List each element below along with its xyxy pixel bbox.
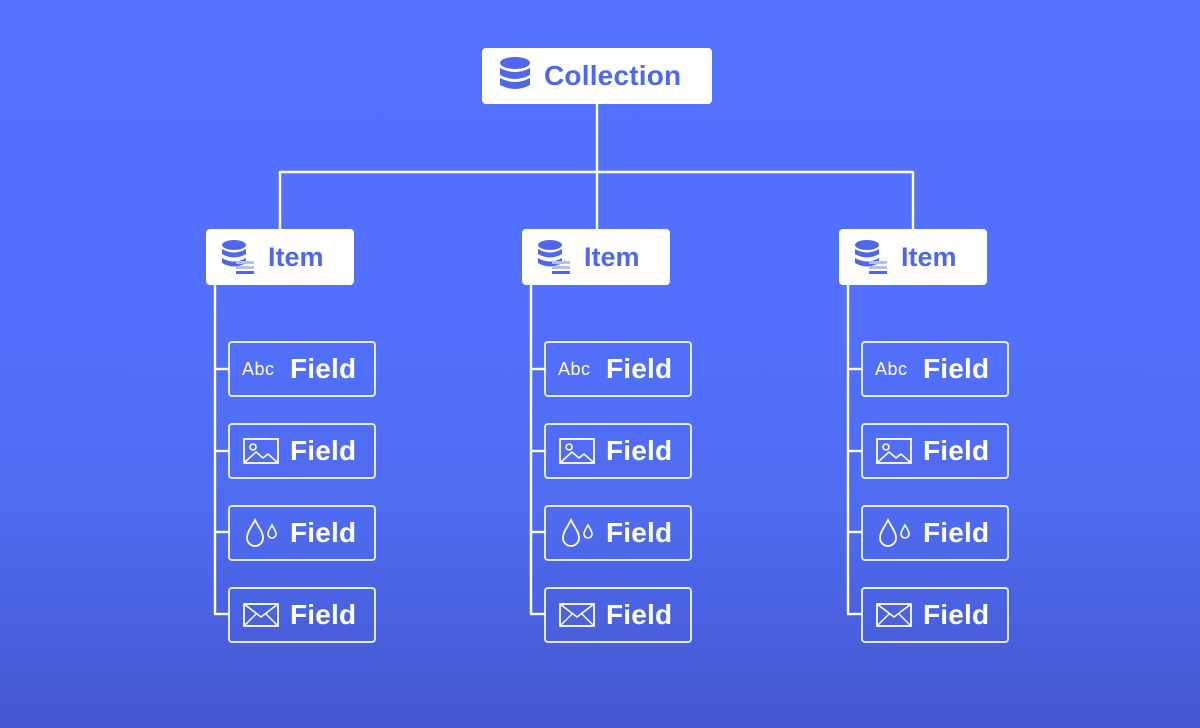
field-text: Abc Field <box>861 341 1009 397</box>
field-label: Field <box>290 353 357 384</box>
email-envelope-icon <box>876 603 912 627</box>
item-label: Item <box>268 241 324 272</box>
abc-text-icon: Abc <box>242 358 275 379</box>
item-database-icon <box>222 240 254 274</box>
field-label: Field <box>290 517 357 548</box>
field-label: Field <box>923 599 990 630</box>
item-node-1: Item <box>206 229 354 285</box>
item-label: Item <box>901 241 957 272</box>
field-color: Field <box>861 505 1009 561</box>
item-node-3: Item <box>839 229 987 285</box>
image-icon <box>243 438 279 464</box>
color-drops-icon <box>246 518 277 547</box>
item-label: Item <box>584 241 640 272</box>
field-label: Field <box>923 517 990 548</box>
abc-text-icon: Abc <box>558 358 591 379</box>
field-color: Field <box>544 505 692 561</box>
image-icon <box>876 438 912 464</box>
field-label: Field <box>290 435 357 466</box>
item-database-icon <box>855 240 887 274</box>
color-drops-icon <box>879 518 910 547</box>
field-text: Abc Field <box>544 341 692 397</box>
field-text: Abc Field <box>228 341 376 397</box>
item-node-2: Item <box>522 229 670 285</box>
collection-node: Collection <box>482 48 712 104</box>
field-label: Field <box>606 353 673 384</box>
field-email: Field <box>228 587 376 643</box>
database-icon <box>500 57 530 89</box>
item-database-icon <box>538 240 570 274</box>
field-image: Field <box>861 423 1009 479</box>
field-label: Field <box>606 599 673 630</box>
image-icon <box>559 438 595 464</box>
email-envelope-icon <box>243 603 279 627</box>
field-email: Field <box>544 587 692 643</box>
collection-label: Collection <box>544 60 682 91</box>
field-image: Field <box>544 423 692 479</box>
field-label: Field <box>290 599 357 630</box>
field-image: Field <box>228 423 376 479</box>
field-label: Field <box>606 517 673 548</box>
email-envelope-icon <box>559 603 595 627</box>
field-label: Field <box>606 435 673 466</box>
color-drops-icon <box>562 518 593 547</box>
field-label: Field <box>923 435 990 466</box>
field-email: Field <box>861 587 1009 643</box>
field-color: Field <box>228 505 376 561</box>
abc-text-icon: Abc <box>875 358 908 379</box>
field-label: Field <box>923 353 990 384</box>
